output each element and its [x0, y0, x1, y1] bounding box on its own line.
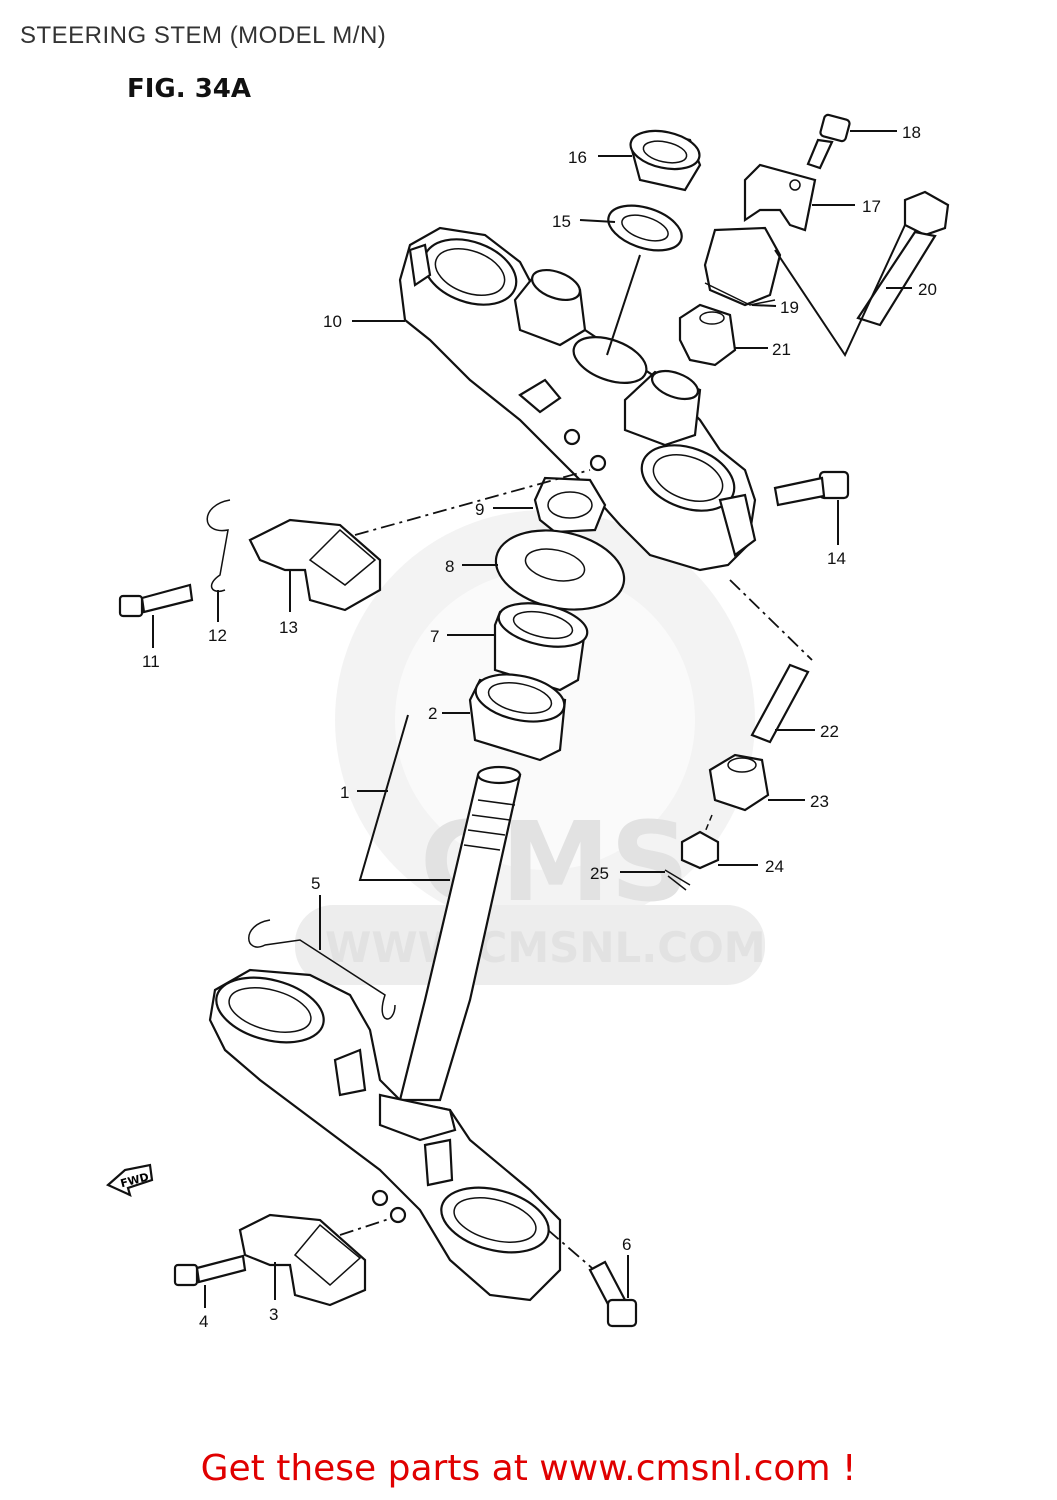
- part-9-nut[interactable]: [533, 476, 607, 534]
- callout-20: 20: [918, 280, 937, 299]
- callout-13: 13: [279, 618, 298, 637]
- callout-8: 8: [445, 557, 454, 576]
- part-11-bolt[interactable]: [118, 583, 194, 618]
- fwd-arrow-icon: FWD: [105, 1163, 154, 1197]
- page-title: STEERING STEM (MODEL M/N): [20, 22, 387, 49]
- callout-12: 12: [208, 626, 227, 645]
- part-7-bearing[interactable]: [493, 596, 591, 692]
- part-15-washer[interactable]: [603, 197, 688, 259]
- callout-1: 1: [340, 783, 349, 802]
- callout-11: 11: [142, 652, 160, 671]
- part-14-bolt[interactable]: [773, 470, 850, 507]
- part-24-nut[interactable]: [680, 830, 720, 870]
- callout-19: 19: [780, 298, 799, 317]
- part-25-cotter-pin[interactable]: [664, 869, 691, 891]
- part-4-bolt[interactable]: [173, 1254, 247, 1287]
- callout-10: 10: [323, 312, 342, 331]
- upper-bracket[interactable]: [398, 226, 757, 572]
- callout-9: 9: [475, 500, 484, 519]
- lower-bracket[interactable]: [208, 967, 562, 1302]
- part-19-holder[interactable]: [703, 226, 782, 307]
- part-6-bolt[interactable]: [588, 1260, 638, 1328]
- callout-16: 16: [568, 148, 587, 167]
- callout-2: 2: [428, 704, 437, 723]
- part-5-wire[interactable]: [248, 919, 396, 1020]
- watermark-url: WWW.CMSNL.COM: [325, 923, 766, 972]
- callout-3: 3: [269, 1305, 278, 1324]
- callout-labels: 16 15 18 17 19 21 20 10 9 8 7 2 1 14 13 …: [142, 123, 937, 1331]
- callout-4: 4: [199, 1312, 208, 1331]
- callout-23: 23: [810, 792, 829, 811]
- callout-7: 7: [430, 627, 439, 646]
- part-23-cushion[interactable]: [708, 753, 770, 812]
- part-17-clamp[interactable]: [743, 163, 817, 232]
- callout-21: 21: [772, 340, 791, 359]
- callout-6: 6: [622, 1235, 631, 1254]
- callout-17: 17: [862, 197, 881, 216]
- callout-5: 5: [311, 874, 320, 893]
- callout-25: 25: [590, 864, 609, 883]
- part-22-pin[interactable]: [750, 663, 810, 744]
- cta-link[interactable]: Get these parts at www.cmsnl.com !: [200, 1448, 857, 1489]
- part-16-nut[interactable]: [627, 125, 703, 192]
- part-20-bolt[interactable]: [856, 190, 950, 327]
- part-18-bolt[interactable]: [806, 113, 851, 170]
- part-21-cushion[interactable]: [678, 303, 737, 367]
- callout-24: 24: [765, 857, 784, 876]
- leader-lines: [152, 130, 912, 1308]
- callout-15: 15: [552, 212, 571, 231]
- part-1-stem[interactable]: [398, 765, 522, 1102]
- part-3-stay[interactable]: [238, 1213, 367, 1307]
- figure-label: FIG. 34A: [127, 74, 252, 104]
- part-12-clip[interactable]: [206, 499, 231, 592]
- part-13-stay[interactable]: [248, 518, 382, 612]
- washer-seat: [572, 336, 648, 384]
- callout-22: 22: [820, 722, 839, 741]
- callout-18: 18: [902, 123, 921, 142]
- part-8-washer[interactable]: [489, 519, 632, 620]
- callout-14: 14: [827, 549, 846, 568]
- part-2-bearing[interactable]: [468, 667, 569, 762]
